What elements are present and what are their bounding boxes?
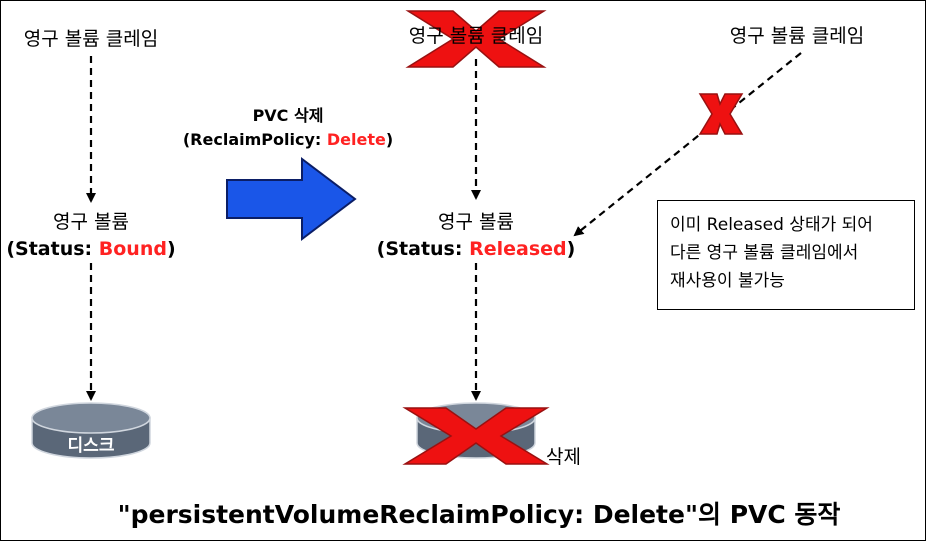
left-status-suffix: )	[166, 238, 176, 260]
policy-suffix: )	[385, 130, 394, 149]
disk-deleted-x-mark-icon	[402, 407, 550, 465]
transition-policy: (ReclaimPolicy: Delete)	[183, 129, 393, 151]
left-claim-label: 영구 볼륨 클레임	[23, 28, 159, 50]
right-status-suffix: )	[566, 238, 576, 260]
note-line-3: 재사용이 불가능	[670, 271, 785, 291]
caption-suffix: 의 PVC 동작	[697, 500, 841, 529]
note-box: 이미 Released 상태가 되어 다른 영구 볼륨 클레임에서 재사용이 불…	[657, 200, 915, 310]
left-volume-status: (Status: Bound)	[6, 236, 175, 262]
right-deleted-claim-label: 영구 볼륨 클레임	[408, 25, 544, 47]
policy-prefix: (ReclaimPolicy:	[182, 130, 327, 149]
new-claim-to-volume-arrow	[573, 52, 802, 237]
claim-deleted-x-mark-icon	[405, 10, 547, 68]
diagram-caption: "persistentVolumeReclaimPolicy: Delete"의…	[118, 498, 841, 532]
left-disk-label: 디스크	[67, 436, 115, 456]
left-status-prefix: (Status:	[6, 238, 99, 260]
right-status-prefix: (Status:	[376, 238, 470, 260]
right-arrow-icon	[226, 156, 357, 242]
disk-cylinder-icon	[31, 402, 151, 459]
disk-deleted-label: 삭제	[546, 446, 581, 468]
left-volume-title: 영구 볼륨	[53, 211, 129, 233]
caption-policy: "persistentVolumeReclaimPolicy: Delete"	[117, 500, 698, 529]
right-volume-title: 영구 볼륨	[438, 211, 514, 233]
note-line-1: 이미 Released 상태가 되어	[670, 215, 873, 235]
policy-value: Delete	[326, 130, 386, 149]
right-volume-status: (Status: Released)	[377, 236, 576, 262]
left-status-value: Bound	[98, 238, 167, 260]
note-line-2: 다른 영구 볼륨 클레임에서	[670, 243, 859, 263]
reuse-blocked-x-mark-icon	[698, 93, 744, 135]
right-new-claim-label: 영구 볼륨 클레임	[729, 25, 865, 47]
right-status-value: Released	[469, 238, 567, 260]
transition-title: PVC 삭제	[252, 106, 324, 125]
